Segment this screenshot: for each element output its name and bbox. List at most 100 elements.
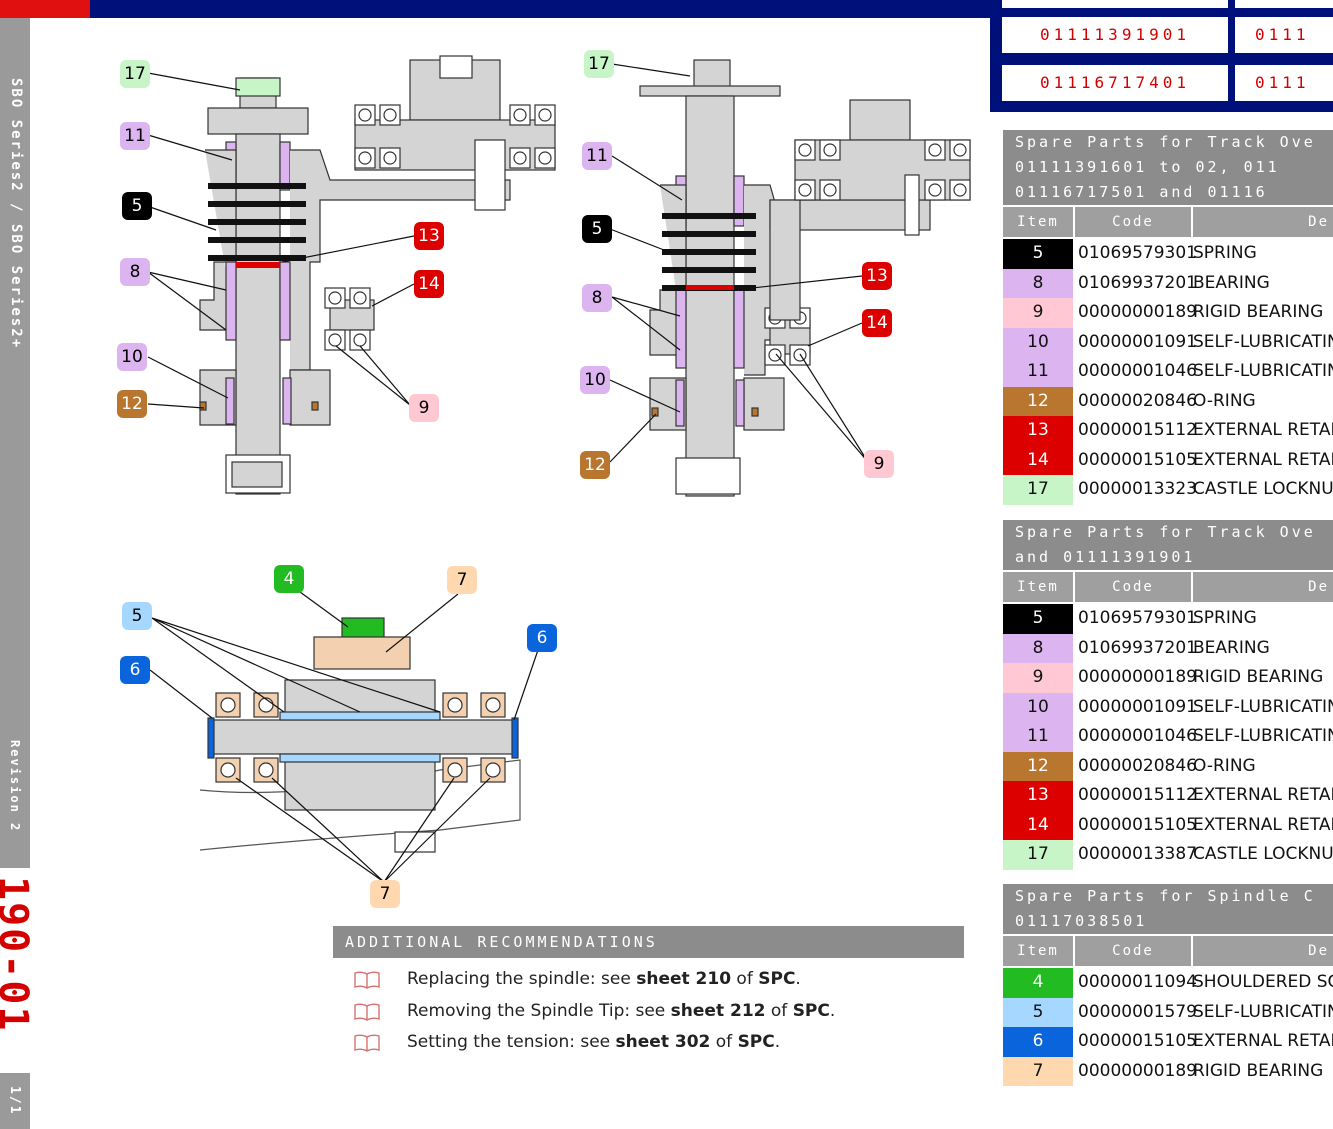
code-cell: 00000000189	[1078, 1060, 1197, 1081]
callout-5: 5	[122, 192, 152, 220]
callout-9: 9	[409, 394, 439, 422]
col-item: Item	[1003, 572, 1075, 602]
sidebar-page: 1/1	[7, 1086, 22, 1116]
code-cell: 00000020846	[1078, 390, 1197, 411]
column-headers: Item Code De	[1003, 205, 1333, 239]
item-cell: 8	[1003, 633, 1073, 663]
callout-4: 4	[274, 565, 304, 593]
callout-10: 10	[117, 343, 147, 371]
title-line: Spare Parts for Spindle C	[1015, 887, 1316, 905]
code-cell: 00000013387	[1078, 844, 1197, 864]
item-cell: 8	[1003, 268, 1073, 298]
book-icon[interactable]	[353, 1003, 381, 1021]
item-cell: 9	[1003, 298, 1073, 328]
title-line: 01116717501 and 01116	[1015, 183, 1268, 201]
desc-cell: SHOULDERED SCI	[1193, 972, 1333, 992]
code-cell: 01116717401	[1002, 65, 1228, 101]
callout-8: 8	[120, 258, 150, 286]
desc-cell: SPRING	[1193, 608, 1257, 628]
code-cell: 00000001091	[1078, 331, 1197, 352]
item-cell: 13	[1003, 416, 1073, 446]
table-title: Spare Parts for Track Ove and 0111139190…	[1003, 520, 1333, 570]
col-code: Code	[1075, 207, 1193, 237]
code-cell: 01069937201	[1078, 637, 1197, 658]
item-cell: 12	[1003, 751, 1073, 781]
parts-table-3: Spare Parts for Spindle C 01117038501 It…	[1003, 884, 1333, 1086]
code-cell: 01069579301	[1078, 608, 1197, 628]
col-desc: De	[1308, 214, 1329, 230]
desc-cell: SPRING	[1193, 243, 1257, 263]
spindle-cross-section-drawing	[199, 617, 521, 853]
sidebar: SBO Series2 / SBO Series2+ Revision 2 19…	[0, 18, 36, 1129]
code-cell: 00000001579	[1078, 1001, 1197, 1022]
item-cell: 12	[1003, 386, 1073, 416]
recommendation-text: Removing the Spindle Tip: see sheet 212 …	[407, 1000, 836, 1021]
code-cell: 00000015105	[1078, 814, 1197, 835]
recommendation-text: Setting the tension: see sheet 302 of SP…	[407, 1032, 781, 1052]
code-cell: 00000020846	[1078, 755, 1197, 776]
desc-cell: RIGID BEARING	[1193, 1060, 1324, 1081]
item-cell: 9	[1003, 663, 1073, 693]
desc-cell: SELF-LUBRICATIN	[1193, 1001, 1333, 1022]
column-headers: Item Code De	[1003, 570, 1333, 604]
callout-7: 7	[370, 880, 400, 908]
spindle-assembly-drawing-2	[639, 59, 971, 497]
code-cell: 00000000189	[1078, 667, 1197, 687]
desc-cell: EXTERNAL RETAI	[1193, 449, 1333, 470]
desc-cell: CASTLE LOCKNUT	[1193, 844, 1333, 864]
title-line: and 01111391901	[1015, 548, 1196, 566]
item-cell: 5	[1003, 239, 1073, 269]
code-cell: 00000015112	[1078, 785, 1197, 805]
parts-table-1: Spare Parts for Track Ove 01111391601 to…	[1003, 130, 1333, 505]
item-cell: 7	[1003, 1056, 1073, 1086]
item-cell: 5	[1003, 604, 1073, 634]
item-cell: 14	[1003, 445, 1073, 475]
desc-cell: BEARING	[1193, 272, 1270, 293]
desc-cell: SELF-LUBRICATIN	[1193, 726, 1333, 746]
col-item: Item	[1003, 207, 1075, 237]
callout-12: 12	[580, 451, 610, 479]
callout-13: 13	[414, 222, 444, 250]
callout-5: 5	[582, 215, 612, 243]
callout-10: 10	[580, 366, 610, 394]
book-icon[interactable]	[353, 1034, 381, 1052]
col-code: Code	[1075, 572, 1193, 602]
item-cell: 4	[1003, 968, 1073, 998]
callout-11: 11	[120, 122, 150, 150]
code-cell: 00000015105	[1078, 449, 1197, 470]
code-cell: 01111391901	[1002, 17, 1228, 53]
header-red-bar	[0, 0, 90, 18]
code-cell: 01069579301	[1078, 243, 1197, 263]
desc-cell: BEARING	[1193, 637, 1270, 658]
code-cell: 0111	[1235, 65, 1333, 101]
callout-8: 8	[582, 284, 612, 312]
recommendations-title: ADDITIONAL RECOMMENDATIONS	[333, 926, 964, 958]
desc-cell: EXTERNAL RETAI	[1193, 420, 1333, 440]
title-line: Spare Parts for Track Ove	[1015, 133, 1316, 151]
book-icon[interactable]	[353, 971, 381, 989]
col-item: Item	[1003, 936, 1075, 966]
callout-6: 6	[120, 656, 150, 684]
callout-14: 14	[862, 309, 892, 337]
item-cell: 6	[1003, 1027, 1073, 1057]
callout-13: 13	[862, 262, 892, 290]
desc-cell: RIGID BEARING	[1193, 302, 1324, 322]
desc-cell: SELF-LUBRICATIN	[1193, 331, 1333, 352]
item-cell: 17	[1003, 475, 1073, 505]
